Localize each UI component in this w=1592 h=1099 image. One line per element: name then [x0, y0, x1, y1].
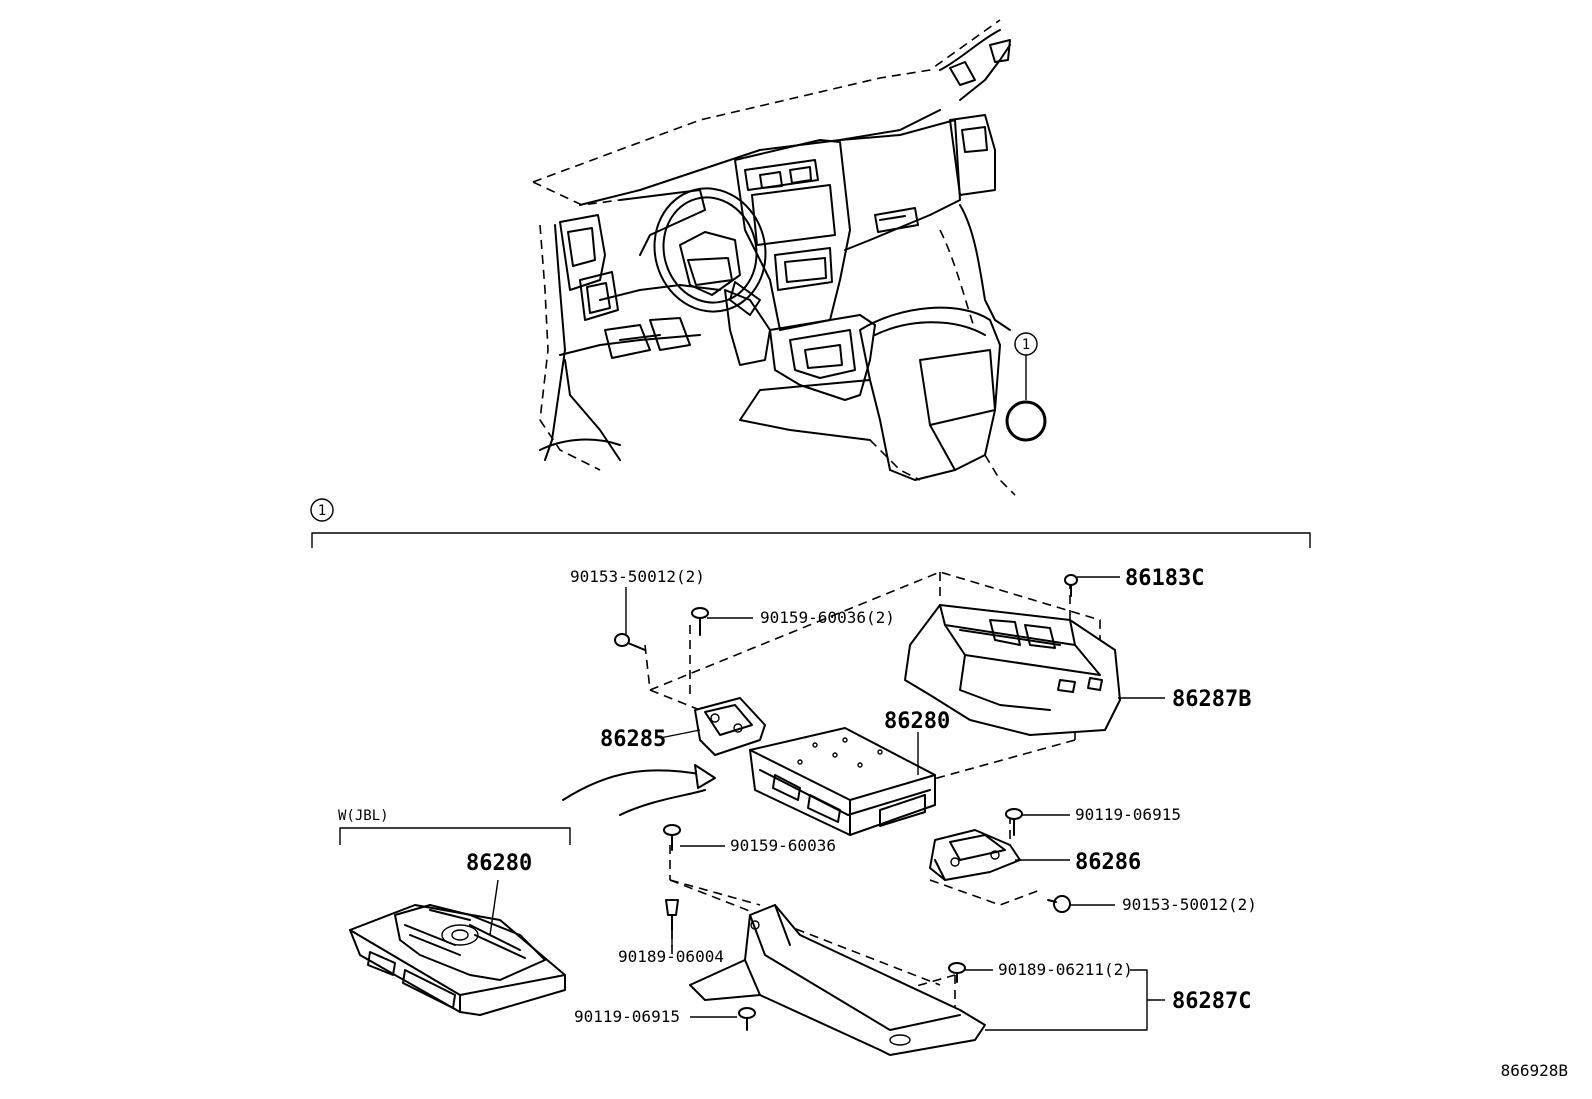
- part-label-90119-bottom: 90119-06915: [574, 1007, 680, 1026]
- bracket-86286: [929, 829, 1021, 881]
- screw-90159-top-icon: [691, 607, 709, 636]
- callout-circle-top: [1014, 332, 1038, 356]
- cover-86287C: [689, 904, 986, 1056]
- nut-90153-right-icon: [1047, 895, 1071, 913]
- leader-lines: [625, 576, 1165, 1031]
- part-label-86183C: 86183C: [1125, 566, 1204, 591]
- cover-86287B: [904, 604, 1121, 736]
- bolt-90153-top-icon: [614, 633, 646, 651]
- part-label-90189-06211: 90189-06211(2): [998, 960, 1133, 979]
- screw-90119-right-icon: [1005, 808, 1023, 836]
- screw-90159-mid-icon: [663, 824, 681, 851]
- assembly-arrow-icon: [562, 764, 716, 816]
- fasteners: [614, 574, 1078, 1031]
- assembly-guidelines: [644, 571, 1101, 1031]
- part-label-90153-right: 90153-50012(2): [1122, 895, 1257, 914]
- callout-index-label: 1: [1022, 337, 1030, 353]
- clip-90189-06004-icon: [665, 899, 679, 931]
- labels: 1 1 W(JBL) 90153-50012(2) 90159-60036(2)…: [318, 337, 1568, 1080]
- clip-86183C-icon: [1064, 574, 1078, 597]
- part-label-86280-main: 86280: [884, 709, 950, 734]
- screw-90119-bottom-icon: [738, 1007, 756, 1031]
- variant-label: W(JBL): [338, 808, 389, 824]
- part-label-86287C: 86287C: [1172, 989, 1251, 1014]
- amplifier-86280: [749, 727, 936, 836]
- part-label-90189-06004: 90189-06004: [618, 947, 724, 966]
- callout-section-label: 1: [318, 503, 326, 519]
- bracket-86285: [694, 697, 766, 756]
- section-bracket: [310, 498, 1311, 548]
- part-label-86286: 86286: [1075, 850, 1141, 875]
- part-label-90159-mid: 90159-60036: [730, 836, 836, 855]
- figure-id-label: 866928B: [1501, 1061, 1568, 1080]
- part-label-86285: 86285: [600, 727, 666, 752]
- part-label-90159-top: 90159-60036(2): [760, 608, 895, 627]
- clip-90189-06211-icon: [948, 962, 966, 983]
- part-label-90119-right: 90119-06915: [1075, 805, 1181, 824]
- part-label-86280-jbl: 86280: [466, 851, 532, 876]
- part-label-86287B: 86287B: [1172, 687, 1251, 712]
- jbl-variant: [339, 827, 571, 1016]
- location-marker: [1005, 400, 1047, 442]
- part-label-90153-top: 90153-50012(2): [570, 567, 705, 586]
- dashboard-illustration: [532, 19, 1047, 496]
- amplifier-86280-jbl: [349, 904, 566, 1016]
